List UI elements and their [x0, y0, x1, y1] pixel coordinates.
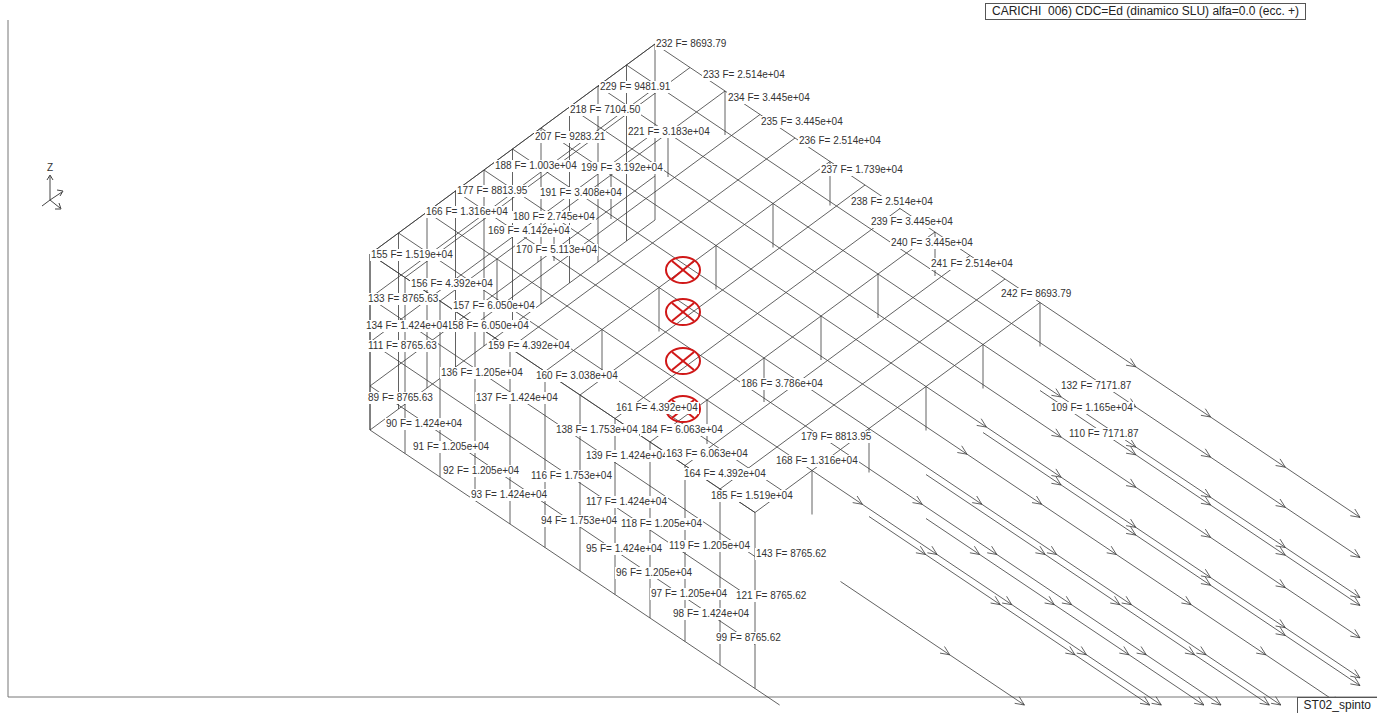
force-label: 119 F= 1.205e+04 — [668, 540, 751, 552]
force-label: 159 F= 4.392e+04 — [487, 340, 571, 352]
force-label: 143 F= 8765.62 — [755, 548, 827, 560]
force-label: 179 F= 8813.95 — [800, 431, 872, 443]
force-label: 218 F= 7104.50 — [569, 104, 641, 116]
force-label: 94 F= 1.753e+04 — [540, 515, 618, 527]
force-label: 92 F= 1.205e+04 — [442, 465, 520, 477]
force-label: 207 F= 9283.21 — [534, 131, 606, 143]
force-label: 158 F= 6.050e+04 — [446, 320, 530, 332]
force-label: 177 F= 8813.95 — [456, 185, 528, 197]
force-label: 186 F= 3.786e+04 — [740, 378, 824, 390]
force-label: 93 F= 1.424e+04 — [470, 489, 548, 501]
force-label: 91 F= 1.205e+04 — [412, 441, 490, 453]
force-label: 161 F= 4.392e+04 — [615, 402, 699, 414]
force-label: 229 F= 9481.91 — [599, 81, 671, 93]
plot-title: CARICHI 006) CDC=Ed (dinamico SLU) alfa=… — [985, 3, 1306, 20]
force-label: 185 F= 1.519e+04 — [710, 490, 794, 502]
force-label: 109 F= 1.165e+04 — [1050, 402, 1134, 414]
force-label: 242 F= 8693.79 — [1000, 288, 1072, 300]
force-arrows — [755, 303, 1360, 706]
force-label: 199 F= 3.192e+04 — [580, 162, 664, 174]
force-label: 156 F= 4.392e+04 — [410, 278, 494, 290]
model-name: ST02_spinto — [1297, 697, 1377, 713]
force-label: 134 F= 1.424e+04 — [365, 320, 449, 332]
force-label: 168 F= 1.316e+04 — [775, 455, 859, 467]
force-label: 240 F= 3.445e+04 — [890, 237, 974, 249]
force-label: 89 F= 8765.63 — [367, 392, 434, 404]
force-label: 118 F= 1.205e+04 — [620, 518, 703, 530]
force-label: 97 F= 1.205e+04 — [650, 588, 728, 600]
force-label: 235 F= 3.445e+04 — [760, 116, 844, 128]
force-label: 188 F= 1.003e+04 — [494, 160, 578, 172]
force-label: 163 F= 6.063e+04 — [665, 448, 749, 460]
force-label: 170 F= 5.113e+04 — [515, 244, 598, 256]
force-label: 95 F= 1.424e+04 — [585, 543, 663, 555]
force-label: 180 F= 2.745e+04 — [512, 211, 596, 223]
force-label: 184 F= 6.063e+04 — [640, 424, 724, 436]
force-label: 111 F= 8765.63 — [367, 340, 438, 352]
force-label: 132 F= 7171.87 — [1060, 380, 1132, 392]
red-circle-marks — [666, 257, 700, 422]
force-label: 233 F= 2.514e+04 — [702, 69, 786, 81]
force-label: 99 F= 8765.62 — [715, 632, 782, 644]
force-label: 166 F= 1.316e+04 — [425, 206, 509, 218]
force-label: 139 F= 1.424e+04 — [585, 450, 669, 462]
force-label: 117 F= 1.424e+04 — [585, 496, 668, 508]
force-label: 237 F= 1.739e+04 — [820, 164, 904, 176]
axis-label: Z — [46, 162, 54, 174]
force-label: 136 F= 1.205e+04 — [440, 367, 524, 379]
force-label: 116 F= 1.753e+04 — [530, 470, 613, 482]
force-label: 169 F= 4.142e+04 — [487, 225, 571, 237]
force-label: 157 F= 6.050e+04 — [452, 300, 536, 312]
axis-icon — [42, 175, 63, 209]
force-label: 232 F= 8693.79 — [655, 38, 727, 50]
force-label: 90 F= 1.424e+04 — [385, 418, 463, 430]
force-label: 155 F= 1.519e+04 — [370, 249, 454, 261]
force-label: 98 F= 1.424e+04 — [672, 608, 750, 620]
structure-wireframe — [370, 44, 1040, 689]
force-label: 137 F= 1.424e+04 — [475, 392, 559, 404]
force-label: 239 F= 3.445e+04 — [870, 216, 954, 228]
force-label: 138 F= 1.753e+04 — [555, 424, 639, 436]
force-label: 191 F= 3.408e+04 — [539, 187, 623, 199]
force-label: 234 F= 3.445e+04 — [727, 92, 811, 104]
force-label: 160 F= 3.038e+04 — [535, 370, 619, 382]
force-label: 121 F= 8765.62 — [735, 590, 807, 602]
plot-frame — [8, 20, 1377, 697]
force-label: 236 F= 2.514e+04 — [798, 135, 882, 147]
force-label: 96 F= 1.205e+04 — [615, 567, 693, 579]
force-label: 164 F= 4.392e+04 — [683, 468, 767, 480]
force-label: 238 F= 2.514e+04 — [850, 196, 934, 208]
force-label: 110 F= 7171.87 — [1068, 428, 1140, 440]
force-label: 241 F= 2.514e+04 — [930, 258, 1014, 270]
force-label: 221 F= 3.183e+04 — [627, 126, 711, 138]
force-label: 133 F= 8765.63 — [367, 293, 439, 305]
